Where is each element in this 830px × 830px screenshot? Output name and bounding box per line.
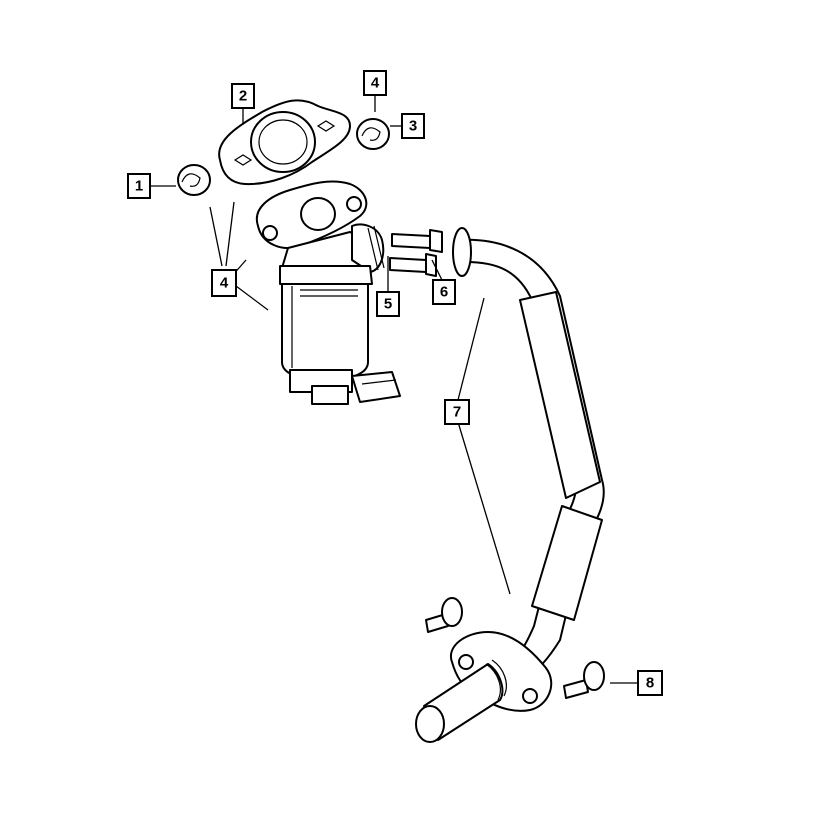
callout-1: 1 (127, 173, 151, 199)
callout-4-left: 4 (211, 269, 237, 297)
bolt-part-8-lower (563, 661, 605, 699)
callout-6: 6 (432, 279, 456, 305)
callout-5-label: 5 (384, 296, 392, 313)
callout-7-label: 7 (453, 404, 461, 421)
callout-8-label: 8 (646, 675, 654, 692)
callout-6-label: 6 (440, 284, 448, 301)
callout-3-label: 3 (409, 118, 417, 135)
o-ring-part-3 (356, 118, 390, 150)
callout-5: 5 (376, 291, 400, 317)
bolt-part-5 (391, 229, 443, 253)
callout-4-left-label: 4 (220, 275, 229, 292)
callout-7: 7 (444, 399, 470, 425)
bolt-part-8-upper (425, 597, 463, 633)
callout-4-top: 4 (363, 70, 387, 96)
callout-3: 3 (401, 113, 425, 139)
egr-tube-part-7 (452, 227, 605, 683)
gasket-part-2 (218, 99, 351, 186)
callout-2-label: 2 (239, 88, 247, 105)
egr-valve (255, 180, 401, 405)
callout-1-label: 1 (135, 178, 143, 195)
callout-8: 8 (637, 670, 663, 696)
bolt-part-6 (389, 253, 437, 277)
seal-part-1 (177, 164, 211, 196)
leader-lines (150, 95, 638, 684)
callout-4-top-label: 4 (371, 75, 380, 92)
tube-flange (415, 631, 553, 743)
callout-2: 2 (231, 83, 255, 109)
